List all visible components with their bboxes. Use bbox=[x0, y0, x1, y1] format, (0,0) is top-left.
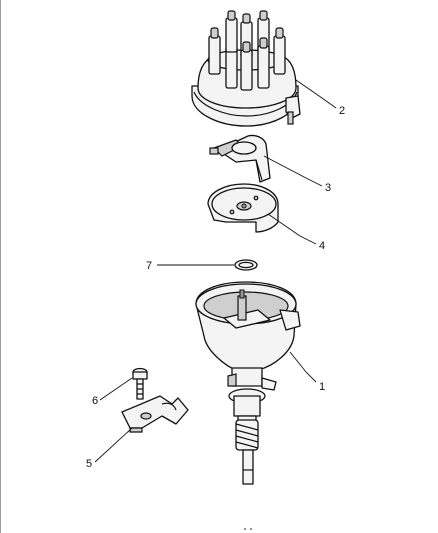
leader-lines bbox=[94, 79, 337, 463]
callout-1: 1 bbox=[319, 381, 325, 393]
callout-7: 7 bbox=[146, 260, 152, 272]
rotor[interactable] bbox=[209, 134, 271, 183]
callout-4: 4 bbox=[319, 240, 325, 252]
callout-labels: 2 3 4 7 1 6 5 bbox=[86, 105, 345, 470]
drive-gear bbox=[235, 419, 259, 451]
left-edge-rule bbox=[0, 0, 1, 533]
callout-6: 6 bbox=[92, 395, 98, 407]
hold-down-bolt[interactable] bbox=[132, 367, 148, 400]
hold-down-clamp[interactable] bbox=[121, 395, 189, 433]
cap-towers bbox=[208, 10, 286, 91]
distributor-cap[interactable] bbox=[191, 10, 301, 127]
callout-5: 5 bbox=[86, 458, 92, 470]
callout-3: 3 bbox=[325, 182, 331, 194]
callout-2: 2 bbox=[339, 105, 345, 117]
o-ring[interactable] bbox=[234, 259, 258, 271]
dust-shield[interactable] bbox=[207, 183, 279, 233]
distributor-housing[interactable] bbox=[195, 281, 301, 485]
